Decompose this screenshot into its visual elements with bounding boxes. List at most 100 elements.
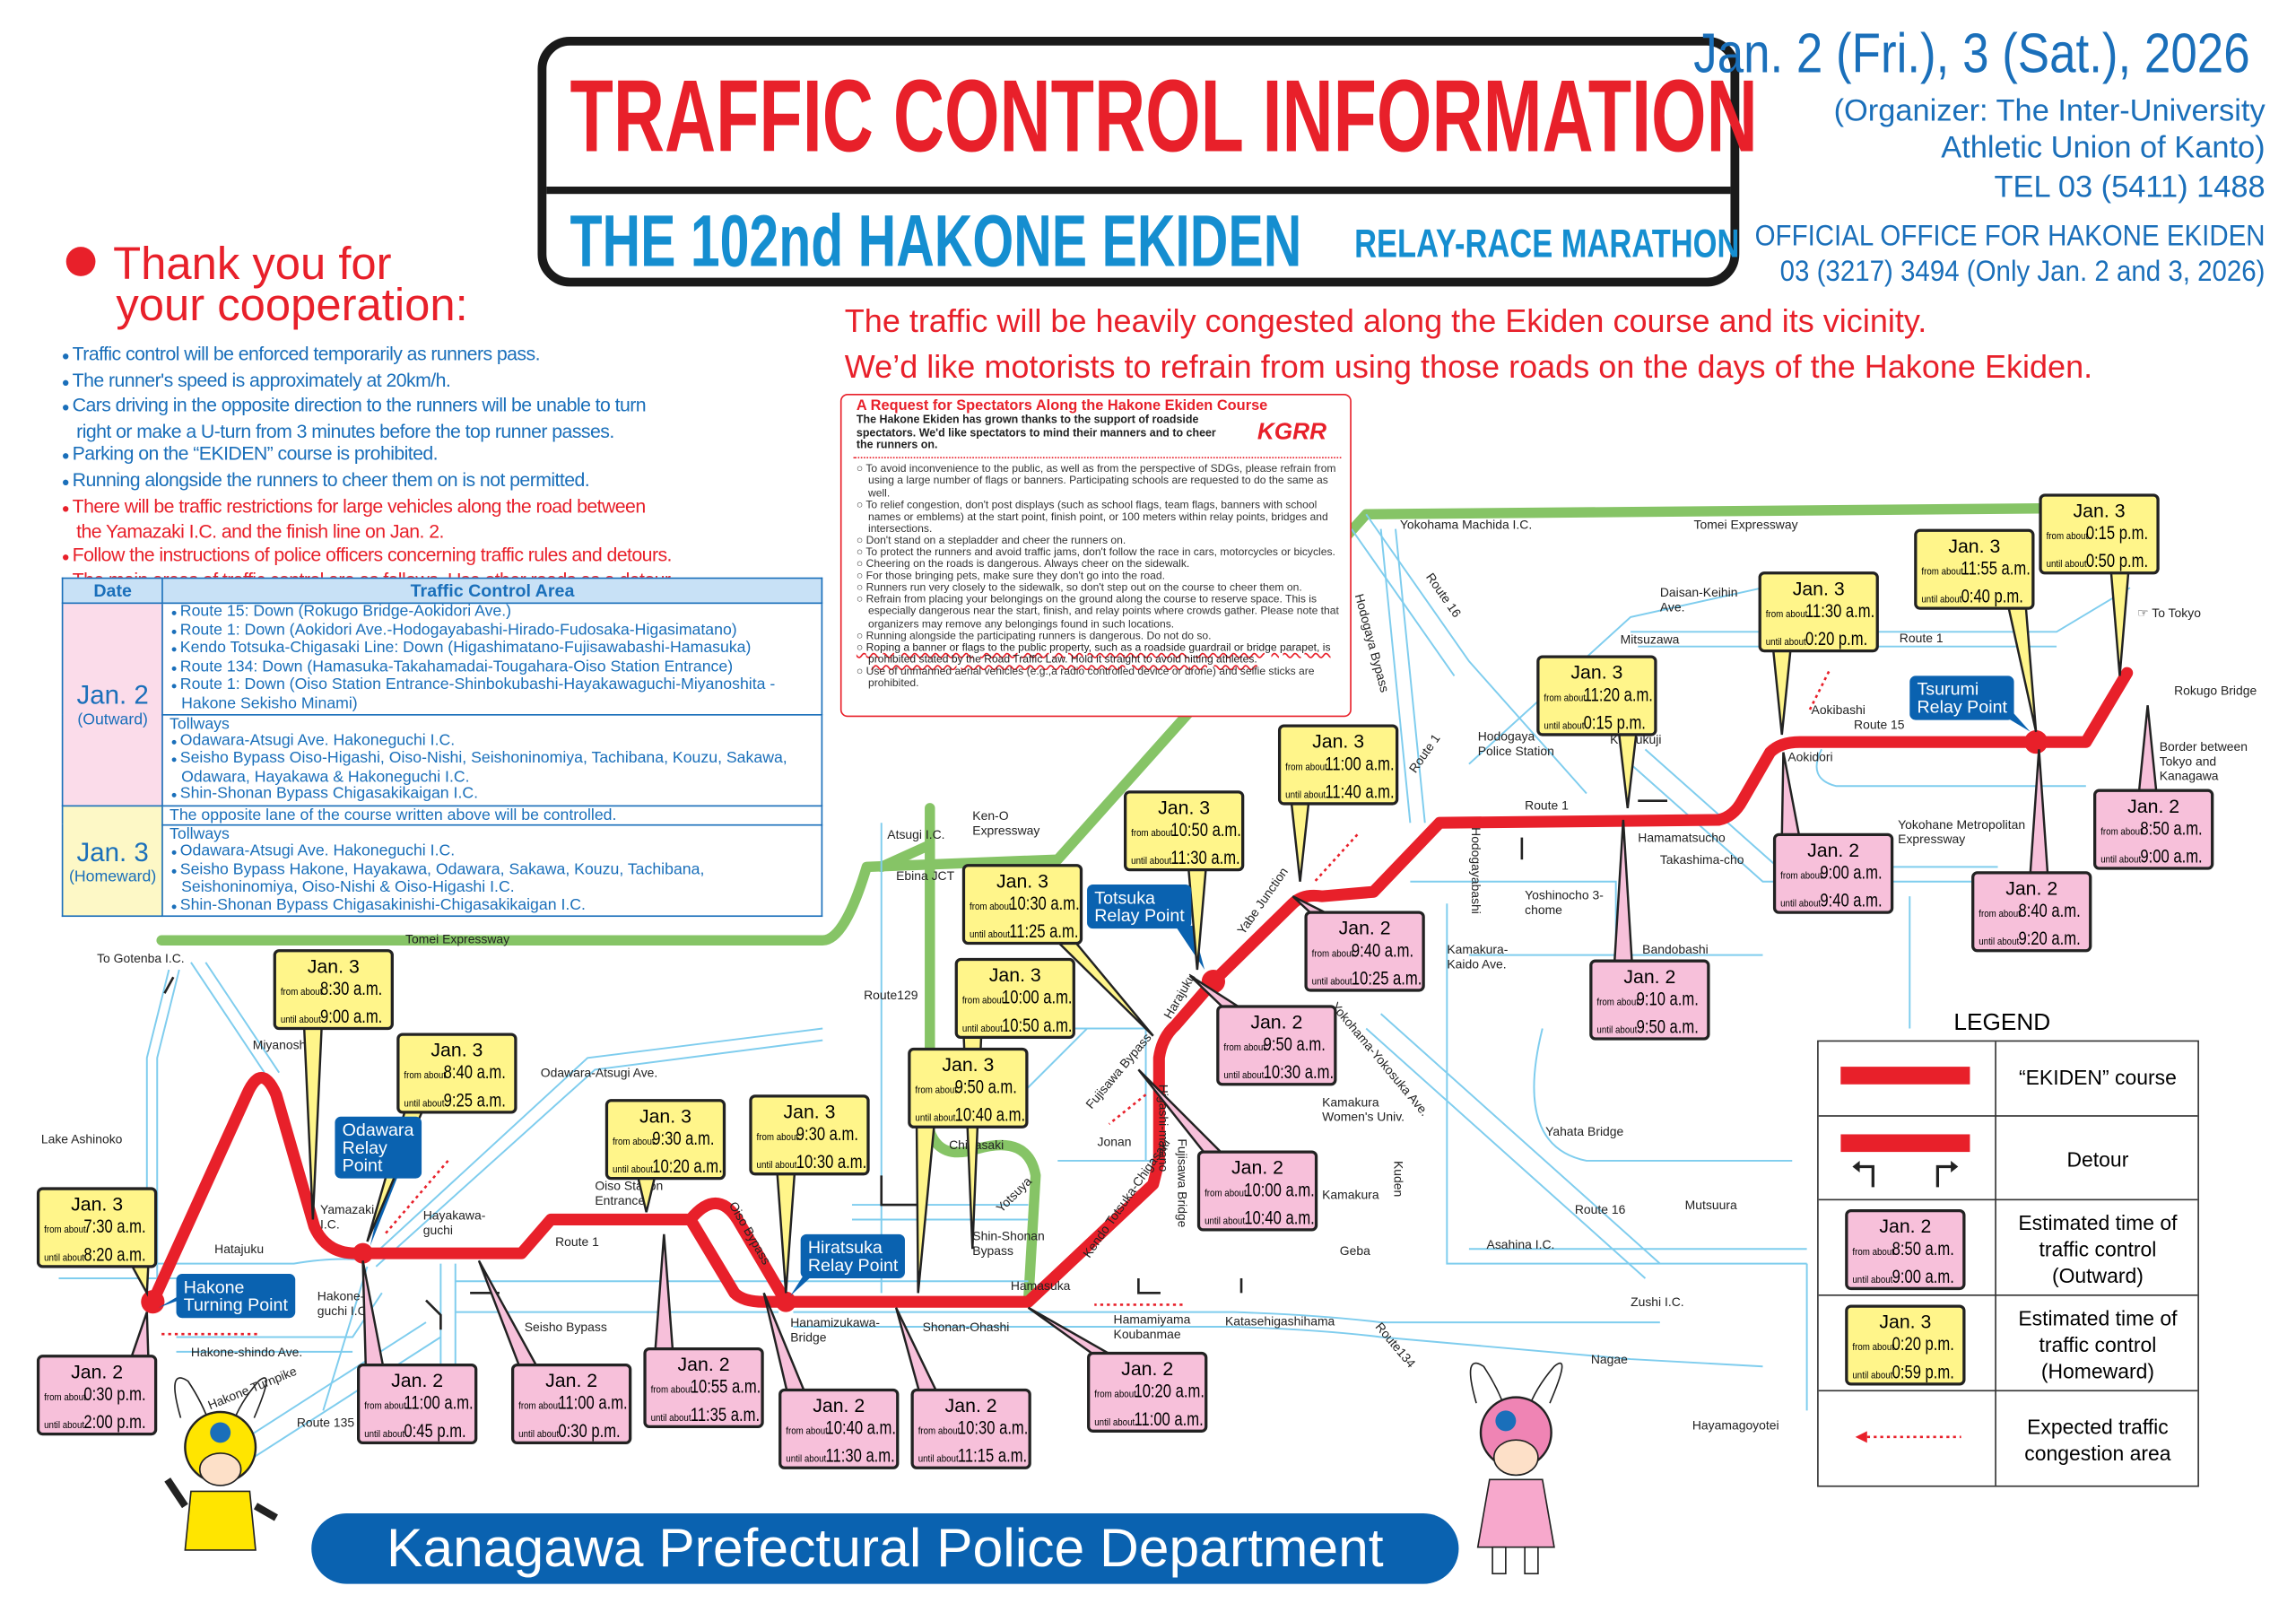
thanks-line: your cooperation:: [116, 279, 468, 331]
page-title: TRAFFIC CONTROL INFORMATION: [570, 58, 1758, 174]
organizer-phone[interactable]: TEL 03 (5411) 1488: [1994, 170, 2266, 205]
callout-until-time: 9:20 a.m.: [2018, 927, 2081, 950]
map-label: Bandobashi: [1642, 941, 1709, 957]
callout-date: Jan. 3: [1570, 661, 1623, 684]
control-area-text: Odawara-Atsugi Ave. Hakoneguchi I.C.: [179, 730, 456, 749]
map-label: Route129: [864, 987, 918, 1003]
callout-from-label: from about: [1852, 1247, 1894, 1259]
callout-from-time: 10:50 a.m.: [1170, 818, 1241, 841]
department-banner: Kanagawa Prefectural Police Department: [311, 1513, 1459, 1584]
callout-from-time: 8:30 a.m.: [320, 977, 383, 999]
map-label: Route 16: [1574, 1201, 1626, 1217]
callout-from-time: 0:20 p.m.: [1892, 1332, 1954, 1355]
table-row: Jan. 3(Homeward) The opposite lane of th…: [61, 805, 823, 918]
callout-until-time: 11:00 a.m.: [1134, 1407, 1204, 1430]
callout-from-time: 9:30 a.m.: [652, 1127, 715, 1149]
date-cell: Jan. 3(Homeward): [61, 805, 164, 918]
legend-row-congestion: Expected traffic congestion area: [1818, 1390, 2198, 1486]
spectator-rule: ○ Use of unmanned aerial vehicles (e.g.,…: [856, 664, 1315, 690]
callout-from-time: 11:00 a.m.: [1325, 752, 1395, 775]
callout-date: Jan. 3: [2073, 499, 2126, 522]
legend-divider: [1995, 1041, 1996, 1486]
map-label: Geba: [1339, 1242, 1370, 1259]
callout-from-time: 11:30 a.m.: [1805, 599, 1875, 622]
map-label: Route 1: [555, 1233, 599, 1250]
bullet-text: Parking on the “EKIDEN” course is prohib…: [72, 442, 439, 466]
callout-until-label: until about: [2100, 855, 2142, 866]
callout-from-label: from about: [518, 1401, 561, 1413]
callout-from-time: 9:40 a.m.: [1351, 938, 1414, 962]
note-cell: The opposite lane of the course written …: [161, 805, 823, 826]
callout-from-label: from about: [1596, 998, 1639, 1008]
control-area-text: Seisho Bypass Oiso-Higashi, Oiso-Nishi, …: [179, 749, 787, 786]
notice-bullet: ● Traffic control will be enforced tempo…: [62, 343, 674, 369]
callout-from-time: 11:20 a.m.: [1583, 683, 1653, 706]
bullet-text: Running alongside the runners to cheer t…: [72, 468, 590, 492]
callout-from-label: from about: [915, 1085, 958, 1096]
callout-until-time: 11:25 a.m.: [1009, 919, 1079, 942]
notice-bullet: ● Cars driving in the opposite direction…: [62, 394, 674, 420]
callout-date: Jan. 3: [71, 1192, 124, 1216]
course-swatch: [1840, 1067, 1970, 1085]
callout-from-label: from about: [1094, 1390, 1136, 1400]
callout-until-time: 11:30 a.m.: [825, 1444, 895, 1467]
map-label: Kamakura Women's Univ.: [1322, 1094, 1405, 1124]
map-label: To Gotenba I.C.: [97, 950, 185, 966]
office-phone[interactable]: 03 (3217) 3494 (Only Jan. 2 and 3, 2026): [1779, 255, 2266, 289]
callout-until-label: until about: [613, 1164, 653, 1176]
map-label: Atsugi I.C.: [887, 827, 945, 842]
control-area-item: ● Odawara-Atsugi Ave. Hakoneguchi I.C.: [170, 730, 456, 749]
callout-from-label: from about: [1852, 1343, 1894, 1354]
relay-label-line: Relay Point: [807, 1254, 899, 1276]
callout-until-label: until about: [280, 1015, 321, 1026]
spectator-rule: ○ Runners run very closely to the sidewa…: [856, 580, 1302, 595]
spectator-rule: ○ Roping a banner or flags to the public…: [856, 640, 1331, 666]
bullet-dot-icon: ●: [61, 399, 73, 415]
callout-date: Jan. 2: [2005, 876, 2058, 900]
bullet-text: The runner's speed is approximately at 2…: [72, 368, 451, 391]
congestion-line: The traffic will be heavily congested al…: [844, 302, 1927, 340]
callout-from-label: from about: [786, 1426, 828, 1437]
callout-date: Jan. 2: [1250, 1010, 1303, 1033]
map-label: Tomei Expressway: [1693, 517, 1798, 532]
notice-bullet: ● There will be traffic restrictions for…: [62, 494, 674, 520]
control-area-text: Route 134: Down (Hamasuka-Takahamadai-To…: [179, 658, 734, 676]
callout-until-label: until about: [756, 1160, 797, 1172]
callout-date: Jan. 3: [1948, 535, 2001, 557]
mascot-left: [164, 1377, 278, 1551]
callout-from-label: from about: [970, 902, 1012, 913]
spectator-rule: ○ Refrain from placing your belongings o…: [856, 592, 1339, 630]
map-label: Zushi I.C.: [1631, 1294, 1684, 1310]
title-divider: [546, 187, 1731, 195]
callout-date: Jan. 3: [307, 954, 360, 978]
control-area-item: ● Kendo Totsuka-Chigasaki Line: Down (Hi…: [170, 639, 752, 658]
notice-bullet: right or make a U-turn from 3 minutes be…: [62, 420, 674, 443]
map-label: Border between Tokyo and Kanagawa: [2159, 738, 2248, 784]
callout-until-label: until about: [1852, 1371, 1893, 1381]
mascot-right: [1469, 1362, 1563, 1575]
bullet-text: the Yamazaki I.C. and the finish line on…: [76, 520, 444, 543]
legend-label: Detour: [2066, 1146, 2129, 1171]
callout-from-time: 9:50 a.m.: [954, 1075, 1017, 1098]
callout-date: Jan. 3: [639, 1104, 691, 1128]
map-label: Hayamagoyotei: [1692, 1417, 1779, 1433]
callout-from-label: from about: [364, 1401, 406, 1413]
control-area-item: ● Seisho Bypass Hakone, Hayakawa, Odawar…: [170, 860, 705, 897]
